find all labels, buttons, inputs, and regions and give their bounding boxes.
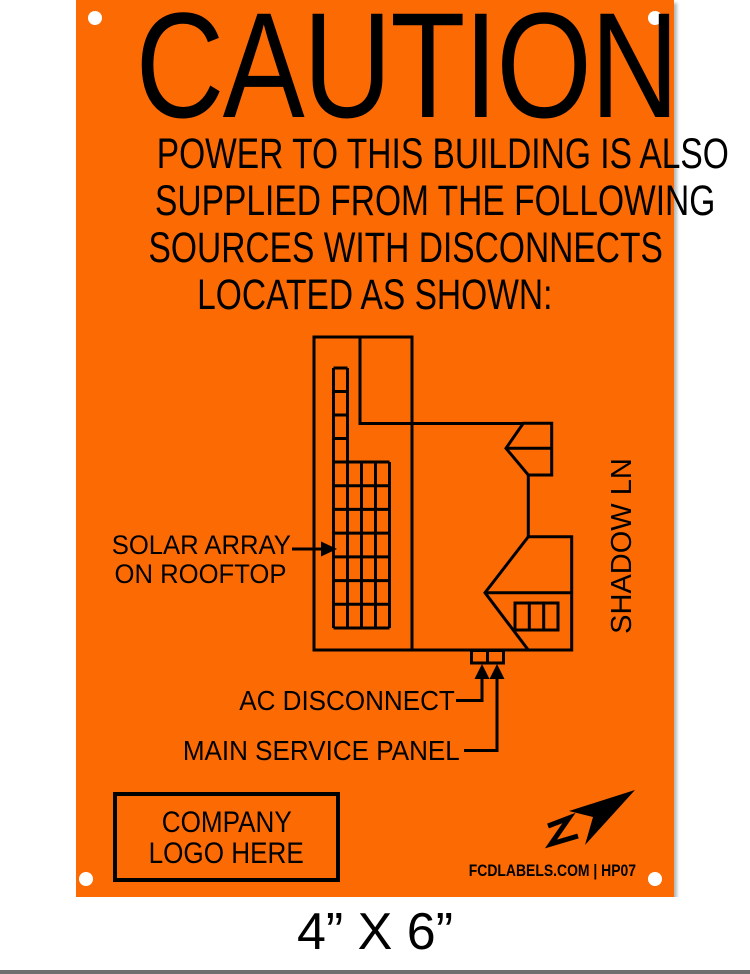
site-diagram [292,335,574,752]
street-name-label: SHADOW LN [606,458,638,634]
ac-disconnect-arrow-icon [456,664,490,702]
street-houses [483,421,574,652]
solar-array-label: SOLAR ARRAY ON ROOFTOP [111,530,291,589]
caution-headline: CAUTION [76,0,679,149]
main-service-panel-arrow-icon [464,664,505,752]
warning-line-4: LOCATED AS SHOWN: [197,271,553,319]
warning-text-block: POWER TO THIS BUILDING IS ALSO SUPPLIED … [76,130,729,319]
main-service-panel-label: MAIN SERVICE PANEL [183,735,460,766]
mounting-hole-bottom-right [648,872,662,886]
warning-line-2: SUPPLIED FROM THE FOLLOWING [155,177,716,225]
size-caption: 4” X 6” [0,897,750,970]
company-logo-placeholder: COMPANY LOGO HERE [113,792,340,882]
solar-array-arrow-icon [292,541,337,557]
mounting-hole-top-right [648,11,662,25]
mounting-hole-top-left [88,11,102,25]
caution-headline-text: CAUTION [135,0,679,149]
solar-array-grid [332,366,391,630]
caution-sign: CAUTION POWER TO THIS BUILDING IS ALSO S… [76,0,729,897]
brand-arrow-logo-icon [544,790,635,849]
photo-bottom-edge [0,970,750,974]
warning-line-1: POWER TO THIS BUILDING IS ALSO [156,130,729,178]
company-logo-line-2: LOGO HERE [148,837,305,870]
mounting-hole-bottom-left [79,872,93,886]
disconnect-boxes [470,649,505,665]
footer-brand-text: FCDLABELS.COM | HP07 [468,861,636,880]
company-logo-line-1: COMPANY [161,806,292,839]
warning-line-3: SOURCES WITH DISCONNECTS [148,224,663,272]
ac-disconnect-label: AC DISCONNECT [239,685,455,716]
